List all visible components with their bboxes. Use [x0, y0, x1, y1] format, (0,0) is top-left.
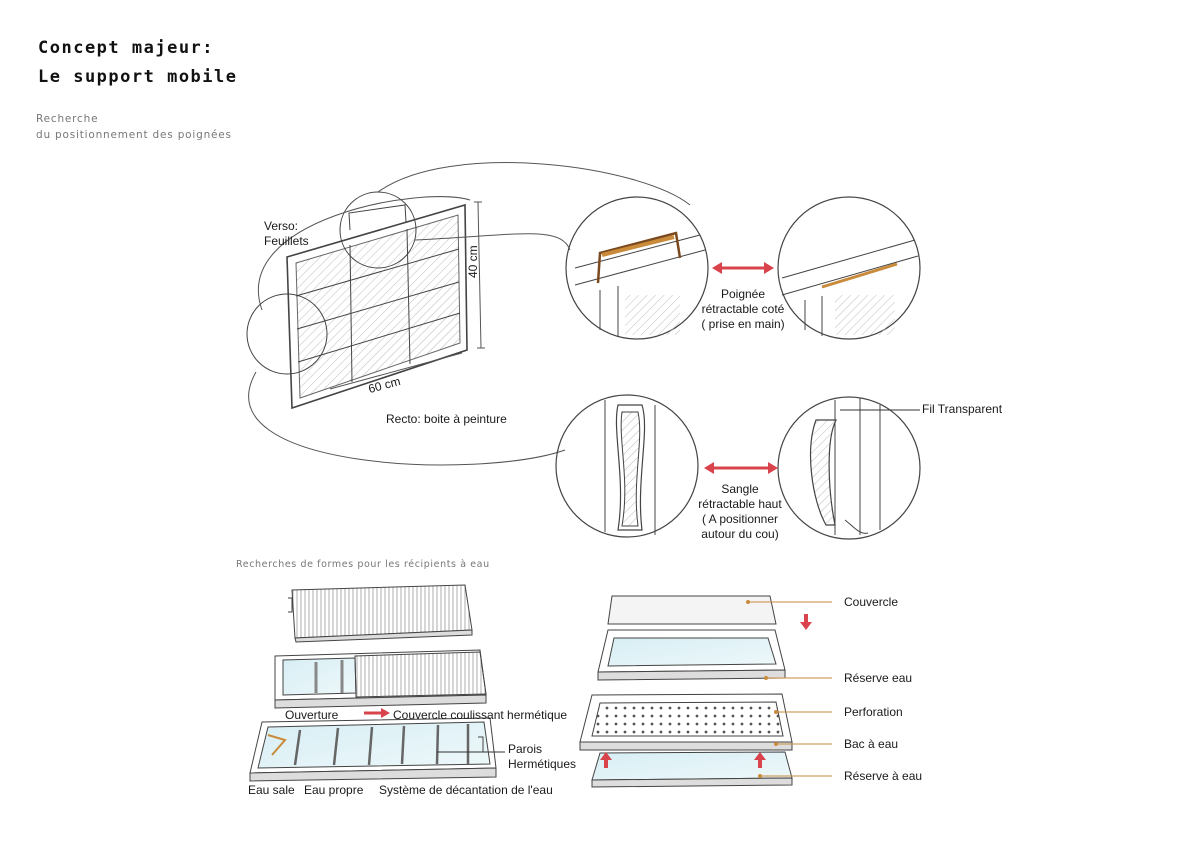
- page-title-line2: Le support mobile: [38, 67, 238, 87]
- label-eau-sale: Eau sale: [248, 783, 295, 797]
- label-decantation: Système de décantation de l'eau: [379, 783, 553, 797]
- label-poignee-line3: ( prise en main): [701, 317, 785, 331]
- label-verso-line2: Feuillets: [264, 234, 309, 248]
- label-couvercle: Couvercle: [844, 595, 899, 609]
- subtitle-line2: du positionnement des poignées: [36, 129, 232, 141]
- label-sangle-line4: autour du cou): [701, 527, 779, 541]
- tray-stack-sketch: [579, 595, 793, 788]
- label-perforation: Perforation: [844, 705, 903, 719]
- label-sangle-line3: ( A positionner: [701, 512, 779, 526]
- handle-detail-left: [565, 196, 709, 340]
- page-title-line1: Concept majeur:: [38, 38, 215, 58]
- label-poignee-line1: Poignée: [720, 287, 766, 301]
- label-recto: Recto: boite à peinture: [386, 412, 507, 426]
- board-sketch: [246, 191, 485, 410]
- subtitle-line1: Recherche: [36, 113, 99, 125]
- strap-detail-right: [777, 396, 921, 540]
- label-poignee-line2: rétractable coté: [701, 302, 785, 316]
- label-parois-line1: Parois: [508, 742, 543, 756]
- label-reserve-a-eau: Réserve à eau: [844, 769, 923, 783]
- container-lid-sketch: [288, 584, 473, 643]
- label-ouverture: Ouverture: [285, 708, 339, 722]
- container-compartments-sketch: [249, 717, 505, 782]
- label-sangle-line2: rétractable haut: [698, 497, 782, 511]
- section-title-water: Recherches de formes pour les récipients…: [236, 559, 490, 570]
- handle-detail-right: [777, 196, 921, 340]
- label-fil-transparent: Fil Transparent: [922, 402, 1003, 416]
- label-verso-line1: Verso:: [264, 219, 299, 233]
- label-sangle-line1: Sangle: [721, 482, 759, 496]
- label-eau-propre: Eau propre: [304, 783, 364, 797]
- label-couvercle-coulissant: Couvercle coulissant hermétique: [393, 708, 568, 722]
- label-bac-eau: Bac à eau: [844, 737, 899, 751]
- container-open-sketch: [274, 649, 487, 709]
- label-reserve-eau: Réserve eau: [844, 671, 913, 685]
- label-parois-line2: Hermétiques: [508, 757, 577, 771]
- label-dim-height: 40 cm: [466, 245, 480, 278]
- strap-detail-left: [555, 394, 699, 538]
